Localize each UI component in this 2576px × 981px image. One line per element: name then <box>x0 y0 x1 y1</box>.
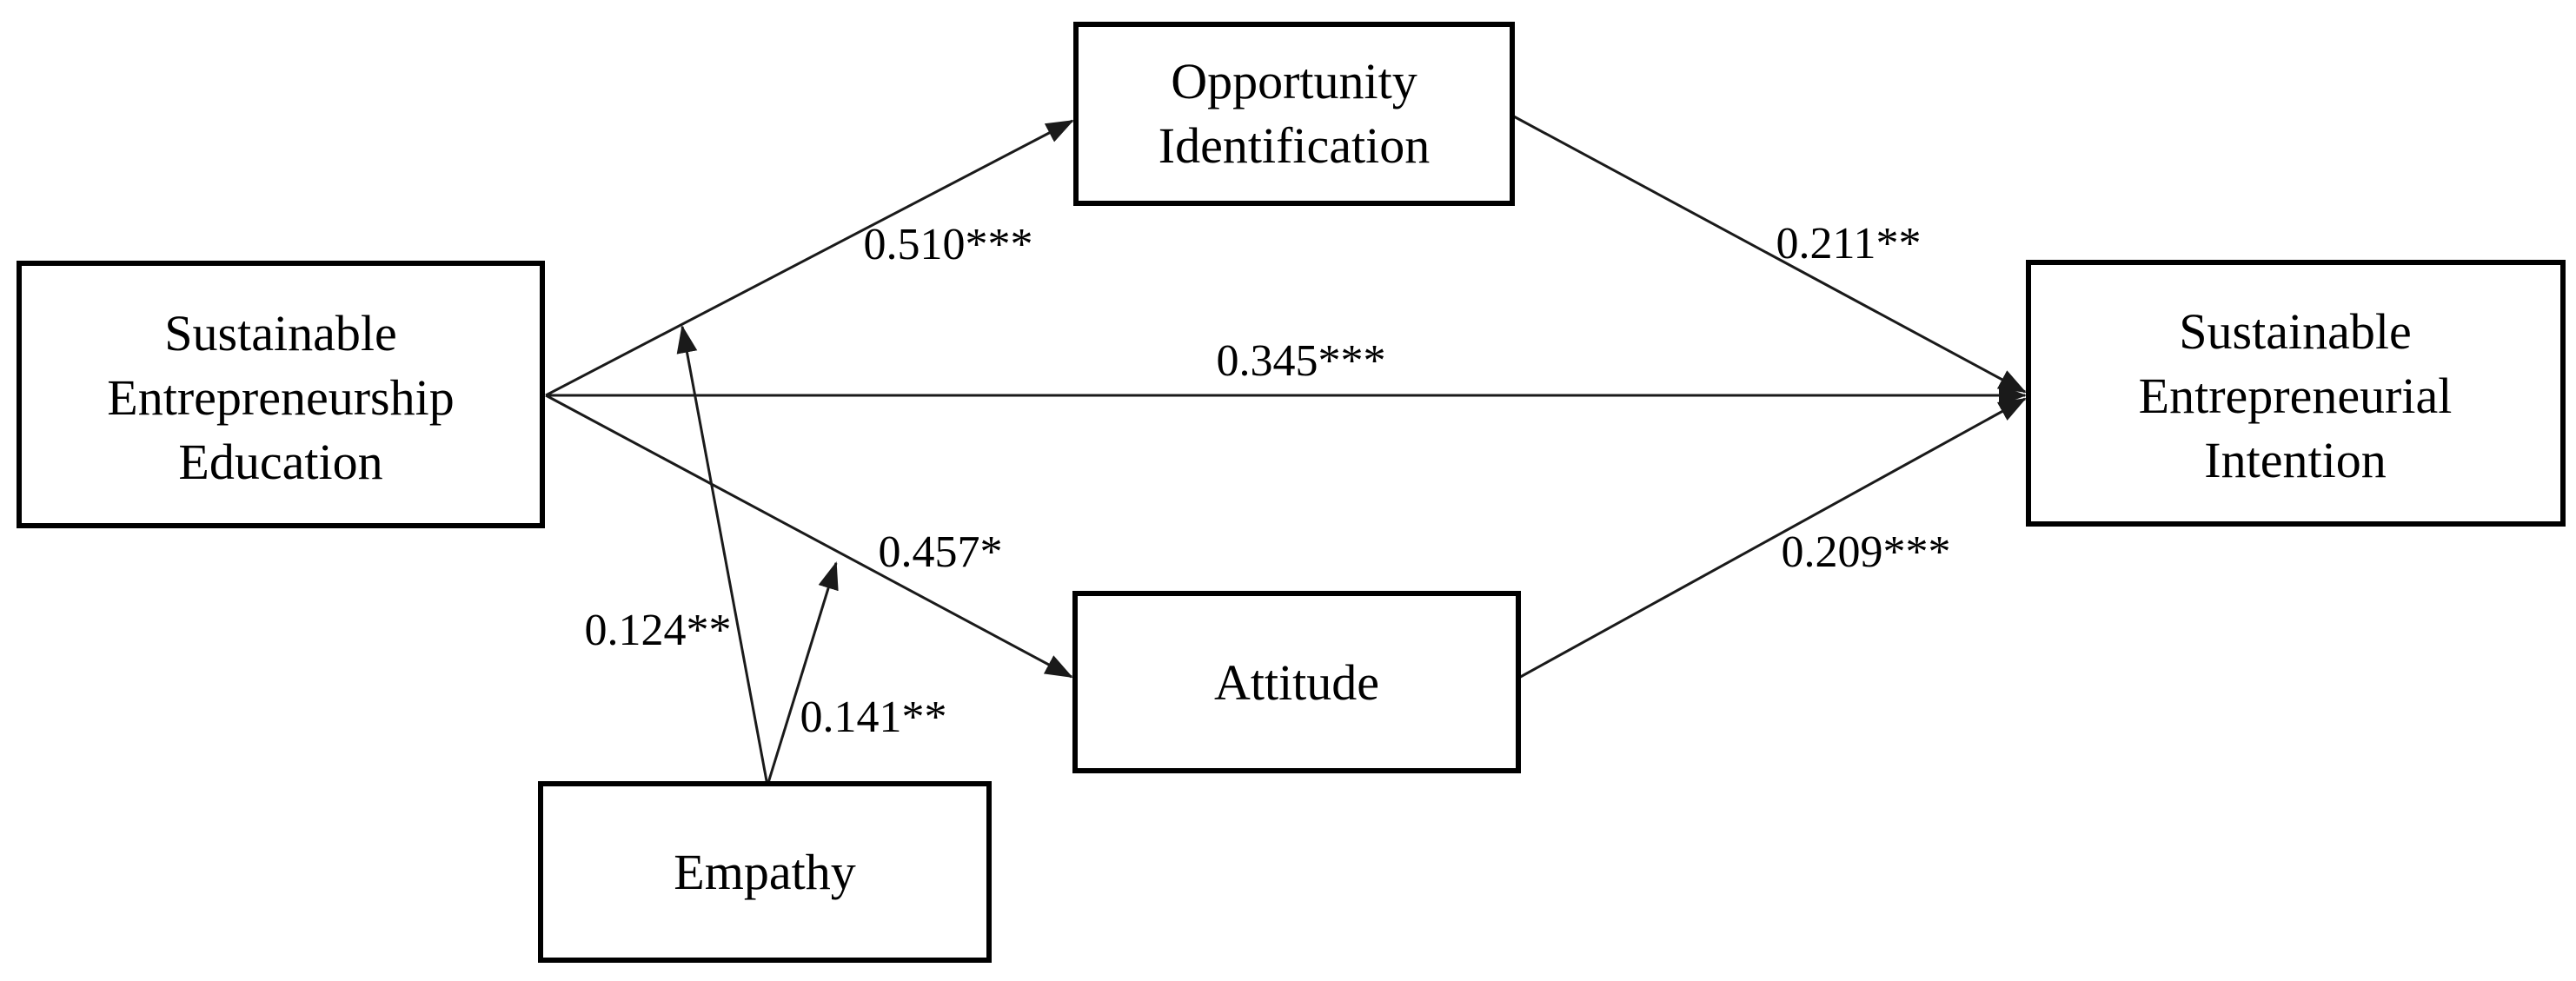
edge-label-see-sei-direct: 0.345*** <box>1217 336 1386 386</box>
edge-empathy-moderates-see-attitude <box>766 561 839 786</box>
edge-label-empathy-attitude-path: 0.141** <box>800 693 947 742</box>
node-label-attitude: Attitude <box>1214 654 1379 711</box>
edge-label-see-opportunity: 0.510*** <box>864 220 1033 269</box>
node-label-opportunity-line2: Identification <box>1159 117 1430 174</box>
edge-see-to-opportunity <box>545 119 1074 397</box>
node-label-see-line2: Entrepreneurship <box>107 369 454 426</box>
node-label-opportunity-line1: Opportunity <box>1171 53 1417 109</box>
node-label-empathy: Empathy <box>674 844 855 900</box>
node-box-sei <box>2026 260 2566 527</box>
node-label-sei-line2: Entrepreneurial <box>2139 368 2453 424</box>
node-label-see-line1: Sustainable <box>164 305 396 361</box>
edge-attitude-to-sei <box>1515 397 2027 681</box>
edge-opportunity-to-sei <box>1511 114 2027 394</box>
edge-label-see-attitude: 0.457* <box>879 527 1003 577</box>
node-box-opportunity <box>1073 22 1515 206</box>
node-label-sei-line1: Sustainable <box>2179 303 2411 360</box>
node-label-sei-line3: Intention <box>2204 432 2386 488</box>
edge-empathy-moderates-see-opportunity <box>676 325 769 786</box>
node-attitude: Attitude <box>1072 591 1521 773</box>
node-label-see-line3: Education <box>178 434 382 490</box>
node-box-empathy <box>538 781 992 963</box>
node-empathy: Empathy <box>538 781 992 963</box>
edge-see-to-attitude <box>545 394 1073 679</box>
edge-label-empathy-opportunity-path: 0.124** <box>585 606 732 655</box>
edge-label-opportunity-sei: 0.211** <box>1776 219 1921 268</box>
node-box-attitude <box>1072 591 1521 773</box>
edge-label-attitude-sei: 0.209*** <box>1782 527 1951 577</box>
node-box-see <box>17 261 545 528</box>
node-opportunity-identification: Opportunity Identification <box>1073 22 1515 206</box>
node-sustainable-entrepreneurial-intention: Sustainable Entrepreneurial Intention <box>2026 260 2566 527</box>
node-sustainable-entrepreneurship-education: Sustainable Entrepreneurship Education <box>17 261 545 528</box>
